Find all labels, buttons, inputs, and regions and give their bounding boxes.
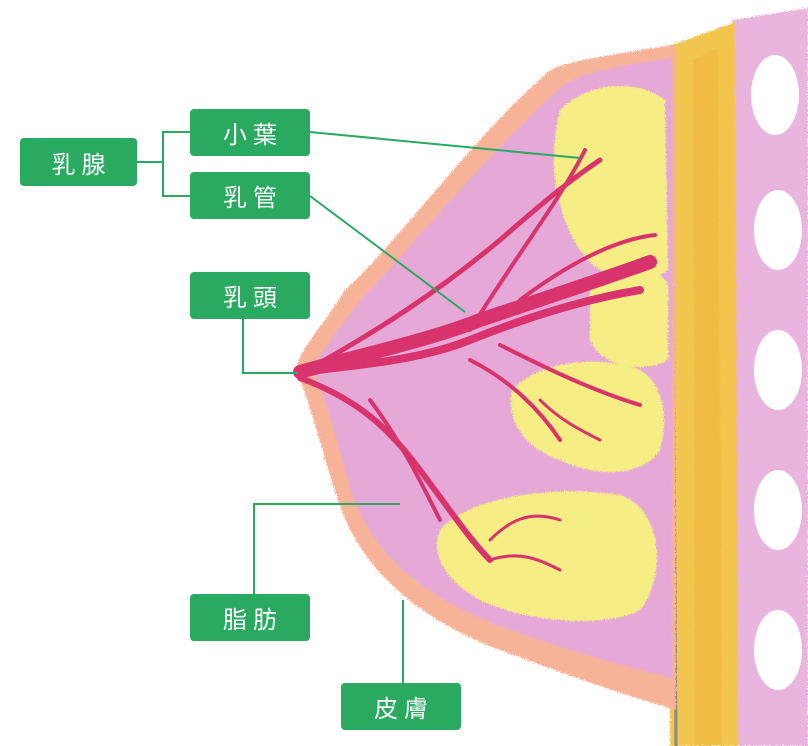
rib <box>754 470 802 550</box>
leader-line-gland-lobule <box>137 132 190 162</box>
label-duct: 乳管 <box>190 172 310 219</box>
rib <box>751 55 799 135</box>
rib <box>754 330 802 410</box>
label-nipple: 乳頭 <box>190 272 310 319</box>
label-lobule: 小葉 <box>190 109 310 156</box>
chest-wall <box>732 8 808 746</box>
leader-line-nipple <box>243 319 298 373</box>
pectoral-muscle <box>670 22 738 746</box>
leader-line-gland-duct <box>163 162 190 196</box>
label-mammary-gland: 乳腺 <box>20 138 137 186</box>
rib <box>754 610 802 690</box>
label-skin: 皮膚 <box>341 683 461 730</box>
label-fat: 脂肪 <box>190 594 310 641</box>
rib <box>754 190 802 270</box>
